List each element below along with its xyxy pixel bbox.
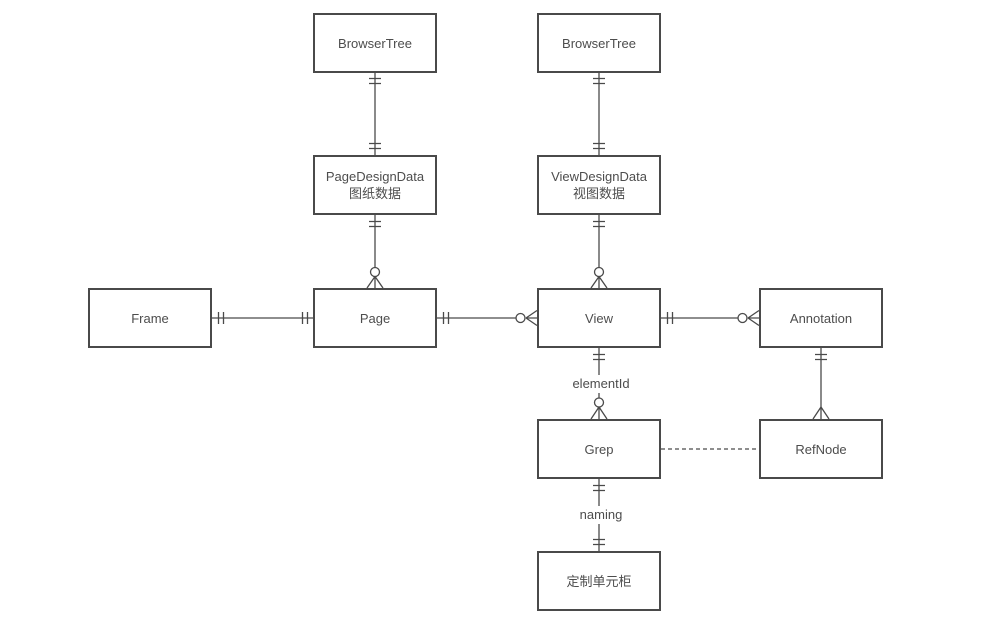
node-label: 定制单元柜 [566, 573, 632, 589]
node-custom-unit-cabinet[interactable]: 定制单元柜 [537, 551, 661, 611]
edge-label-elementid: elementId [556, 375, 646, 393]
node-grep[interactable]: Grep [537, 419, 661, 479]
node-annotation[interactable]: Annotation [759, 288, 883, 348]
node-label: PageDesignData [325, 169, 425, 184]
node-refnode[interactable]: RefNode [759, 419, 883, 479]
edge-pagedesigndata-page [366, 215, 384, 289]
edge-label-naming: naming [566, 506, 636, 524]
node-label: Annotation [789, 310, 853, 326]
node-label: RefNode [795, 441, 847, 457]
node-label: Page [359, 310, 391, 326]
edge-frame-page [212, 312, 313, 324]
node-browsertree-left[interactable]: BrowserTree [313, 13, 437, 73]
node-sublabel: 视图数据 [572, 186, 625, 201]
edge-page-view [437, 309, 538, 327]
node-sublabel: 图纸数据 [348, 186, 401, 201]
node-view[interactable]: View [537, 288, 661, 348]
edge-view-annotation [661, 309, 760, 327]
node-label: Grep [584, 441, 614, 457]
node-browsertree-right[interactable]: BrowserTree [537, 13, 661, 73]
node-viewdesigndata[interactable]: ViewDesignData 视图数据 [537, 155, 661, 215]
node-label: View [585, 310, 613, 326]
node-label: Frame [131, 310, 169, 326]
edge-browsertree-left-pagedesigndata [369, 73, 381, 155]
node-pagedesigndata[interactable]: PageDesignData 图纸数据 [313, 155, 437, 215]
edge-browsertree-right-viewdesigndata [593, 73, 605, 155]
edge-viewdesigndata-view [590, 215, 608, 289]
node-label: ViewDesignData [551, 169, 647, 184]
node-label: BrowserTree [562, 35, 636, 51]
node-page[interactable]: Page [313, 288, 437, 348]
node-frame[interactable]: Frame [88, 288, 212, 348]
node-label: BrowserTree [338, 35, 412, 51]
edge-annotation-refnode [812, 348, 830, 420]
